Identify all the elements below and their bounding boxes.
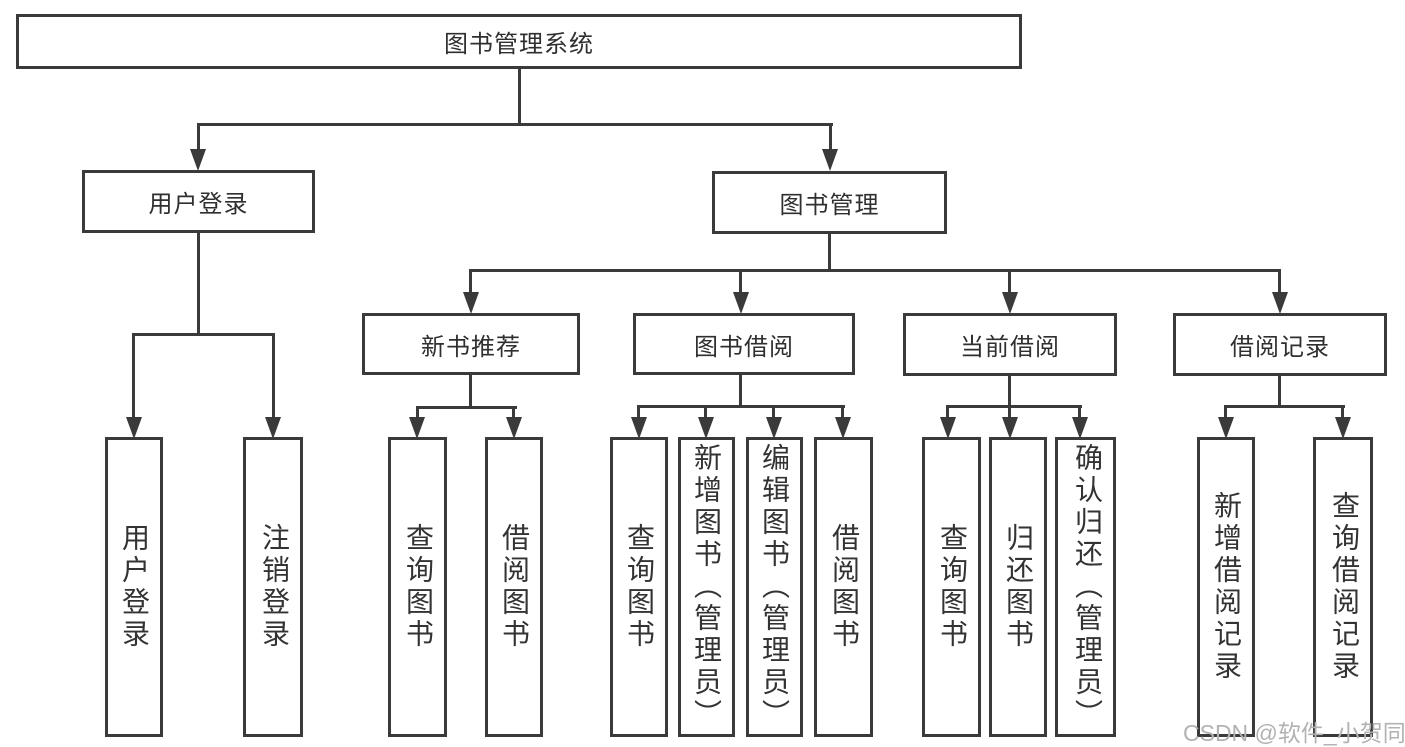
node-borrow-records: 借阅记录 xyxy=(1173,313,1387,376)
connector-recommend-vline xyxy=(469,374,472,409)
arrowhead-down-icon xyxy=(126,417,142,439)
arrowhead-down-icon xyxy=(1335,417,1351,439)
leaf-query-books-borrowing: 查询图书 xyxy=(610,437,668,737)
leaf-logout: 注销登录 xyxy=(243,437,303,737)
connector-bookmgmt-shaft-4 xyxy=(1278,269,1281,295)
connector-bookmgmt-vline xyxy=(828,233,831,272)
arrowhead-down-icon xyxy=(1002,417,1018,439)
node-current-borrowing: 当前借阅 xyxy=(903,313,1117,376)
connector-userlogin-vline xyxy=(197,232,200,336)
arrowhead-down-icon xyxy=(631,417,647,439)
arrowhead-down-icon xyxy=(835,417,851,439)
node-user-login: 用户登录 xyxy=(82,170,315,233)
arrowhead-down-icon xyxy=(506,417,522,439)
connector-current-shaft-1 xyxy=(946,405,949,420)
connector-records-shaft-2 xyxy=(1341,405,1344,420)
connector-bookmgmt-shaft-2 xyxy=(739,269,742,295)
leaf-query-borrow-record: 查询借阅记录 xyxy=(1313,437,1373,737)
leaf-confirm-return-admin: 确认归还（管理员） xyxy=(1055,437,1116,737)
arrowhead-down-icon xyxy=(265,417,281,439)
connector-borrowing-shaft-3 xyxy=(772,405,775,420)
connector-recommend-hline xyxy=(416,406,517,409)
connector-borrowing-hline xyxy=(637,405,845,408)
connector-current-hline xyxy=(946,405,1082,408)
connector-records-hline xyxy=(1225,405,1345,408)
leaf-return-books: 归还图书 xyxy=(989,437,1047,737)
leaf-borrow-books: 借阅图书 xyxy=(814,437,873,737)
connector-records-shaft-1 xyxy=(1224,405,1227,420)
connector-bookmgmt-shaft-3 xyxy=(1008,269,1011,295)
arrowhead-down-icon xyxy=(766,417,782,439)
arrowhead-down-icon xyxy=(822,149,838,171)
connector-userlogin-hline xyxy=(132,333,275,336)
connector-bookmgmt-hline xyxy=(470,269,1281,272)
connector-root-shaft-right xyxy=(829,123,832,153)
connector-current-shaft-3 xyxy=(1078,405,1081,420)
connector-records-vline xyxy=(1278,375,1281,408)
node-book-management: 图书管理 xyxy=(712,171,947,234)
connector-current-vline xyxy=(1008,375,1011,408)
connector-root-vline xyxy=(518,67,521,126)
leaf-add-borrow-record: 新增借阅记录 xyxy=(1197,437,1255,737)
leaf-user-login: 用户登录 xyxy=(105,437,163,737)
connector-borrowing-vline xyxy=(739,374,742,408)
connector-userlogin-shaft-1 xyxy=(132,333,135,421)
connector-recommend-shaft-1 xyxy=(416,406,419,420)
leaf-add-books-admin: 新增图书（管理员） xyxy=(678,437,735,737)
arrowhead-down-icon xyxy=(463,292,479,314)
leaf-edit-books-admin: 编辑图书（管理员） xyxy=(746,437,803,737)
connector-root-shaft-left xyxy=(197,123,200,153)
leaf-query-books-recommend: 查询图书 xyxy=(388,437,447,737)
arrowhead-down-icon xyxy=(698,417,714,439)
connector-bookmgmt-shaft-1 xyxy=(469,269,472,295)
connector-root-hline xyxy=(197,123,833,126)
arrowhead-down-icon xyxy=(1002,292,1018,314)
node-new-book-recommend: 新书推荐 xyxy=(362,313,580,375)
connector-recommend-shaft-2 xyxy=(512,406,515,420)
arrowhead-down-icon xyxy=(1272,292,1288,314)
arrowhead-down-icon xyxy=(190,149,206,171)
arrowhead-down-icon xyxy=(1218,417,1234,439)
node-library-system: 图书管理系统 xyxy=(16,14,1022,69)
arrowhead-down-icon xyxy=(409,417,425,439)
connector-userlogin-shaft-2 xyxy=(272,333,275,421)
connector-current-shaft-2 xyxy=(1008,405,1011,420)
connector-borrowing-shaft-2 xyxy=(704,405,707,420)
arrowhead-down-icon xyxy=(1072,417,1088,439)
watermark: CSDN @软件_小贺同学 xyxy=(1183,720,1405,746)
connector-borrowing-shaft-4 xyxy=(841,405,844,420)
leaf-query-books-current: 查询图书 xyxy=(922,437,981,737)
node-book-borrowing: 图书借阅 xyxy=(633,313,855,375)
arrowhead-down-icon xyxy=(733,292,749,314)
connector-borrowing-shaft-1 xyxy=(637,405,640,420)
arrowhead-down-icon xyxy=(940,417,956,439)
leaf-borrow-books-recommend: 借阅图书 xyxy=(485,437,543,737)
